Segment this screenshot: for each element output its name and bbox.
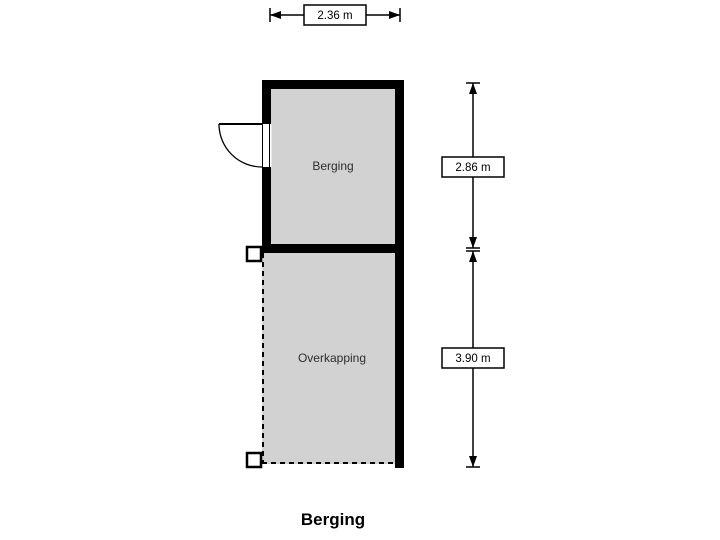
dimension-berging-label: 2.86 m: [455, 162, 490, 174]
page-title: Berging: [301, 510, 365, 529]
room-fills: [262, 80, 404, 464]
dimension-width-arrow-right: [389, 11, 400, 19]
dimension-overkapping-box: [441, 347, 505, 369]
overkapping-open-edges: [262, 253, 404, 464]
dimension-berging-arrow-up: [469, 83, 477, 94]
overkapping-room-label: Overkapping: [298, 351, 366, 365]
walls: [262, 80, 404, 468]
wall-left-upper: [262, 80, 271, 124]
dimension-berging-arrow-down: [469, 237, 477, 248]
post-top-left: [245, 245, 263, 263]
door-opening: [261, 124, 272, 167]
wall-left-lower: [262, 167, 271, 253]
berging-room-label: Berging: [312, 159, 353, 173]
dimension-overkapping-arrow-up: [469, 251, 477, 262]
dimension-width-box: [303, 4, 367, 26]
berging-room-fill: [262, 80, 404, 253]
door: [218, 123, 272, 168]
wall-divider: [262, 244, 404, 253]
door-swing-arc: [218, 123, 263, 168]
wall-top: [262, 80, 404, 89]
dimension-berging-height: 2.86 m: [441, 82, 505, 249]
dimension-overkapping-arrow-down: [469, 456, 477, 467]
dimension-width: 2.36 m: [269, 4, 401, 26]
dimension-width-label: 2.36 m: [317, 10, 352, 22]
overkapping-room-fill: [262, 253, 404, 464]
dimension-overkapping-height: 3.90 m: [441, 250, 505, 468]
dimension-overkapping-label: 3.90 m: [455, 353, 490, 365]
post-bottom-left: [245, 451, 263, 469]
dimension-width-arrow-left: [270, 11, 281, 19]
wall-right: [395, 80, 404, 468]
posts: [245, 245, 263, 469]
dimension-berging-box: [441, 156, 505, 178]
